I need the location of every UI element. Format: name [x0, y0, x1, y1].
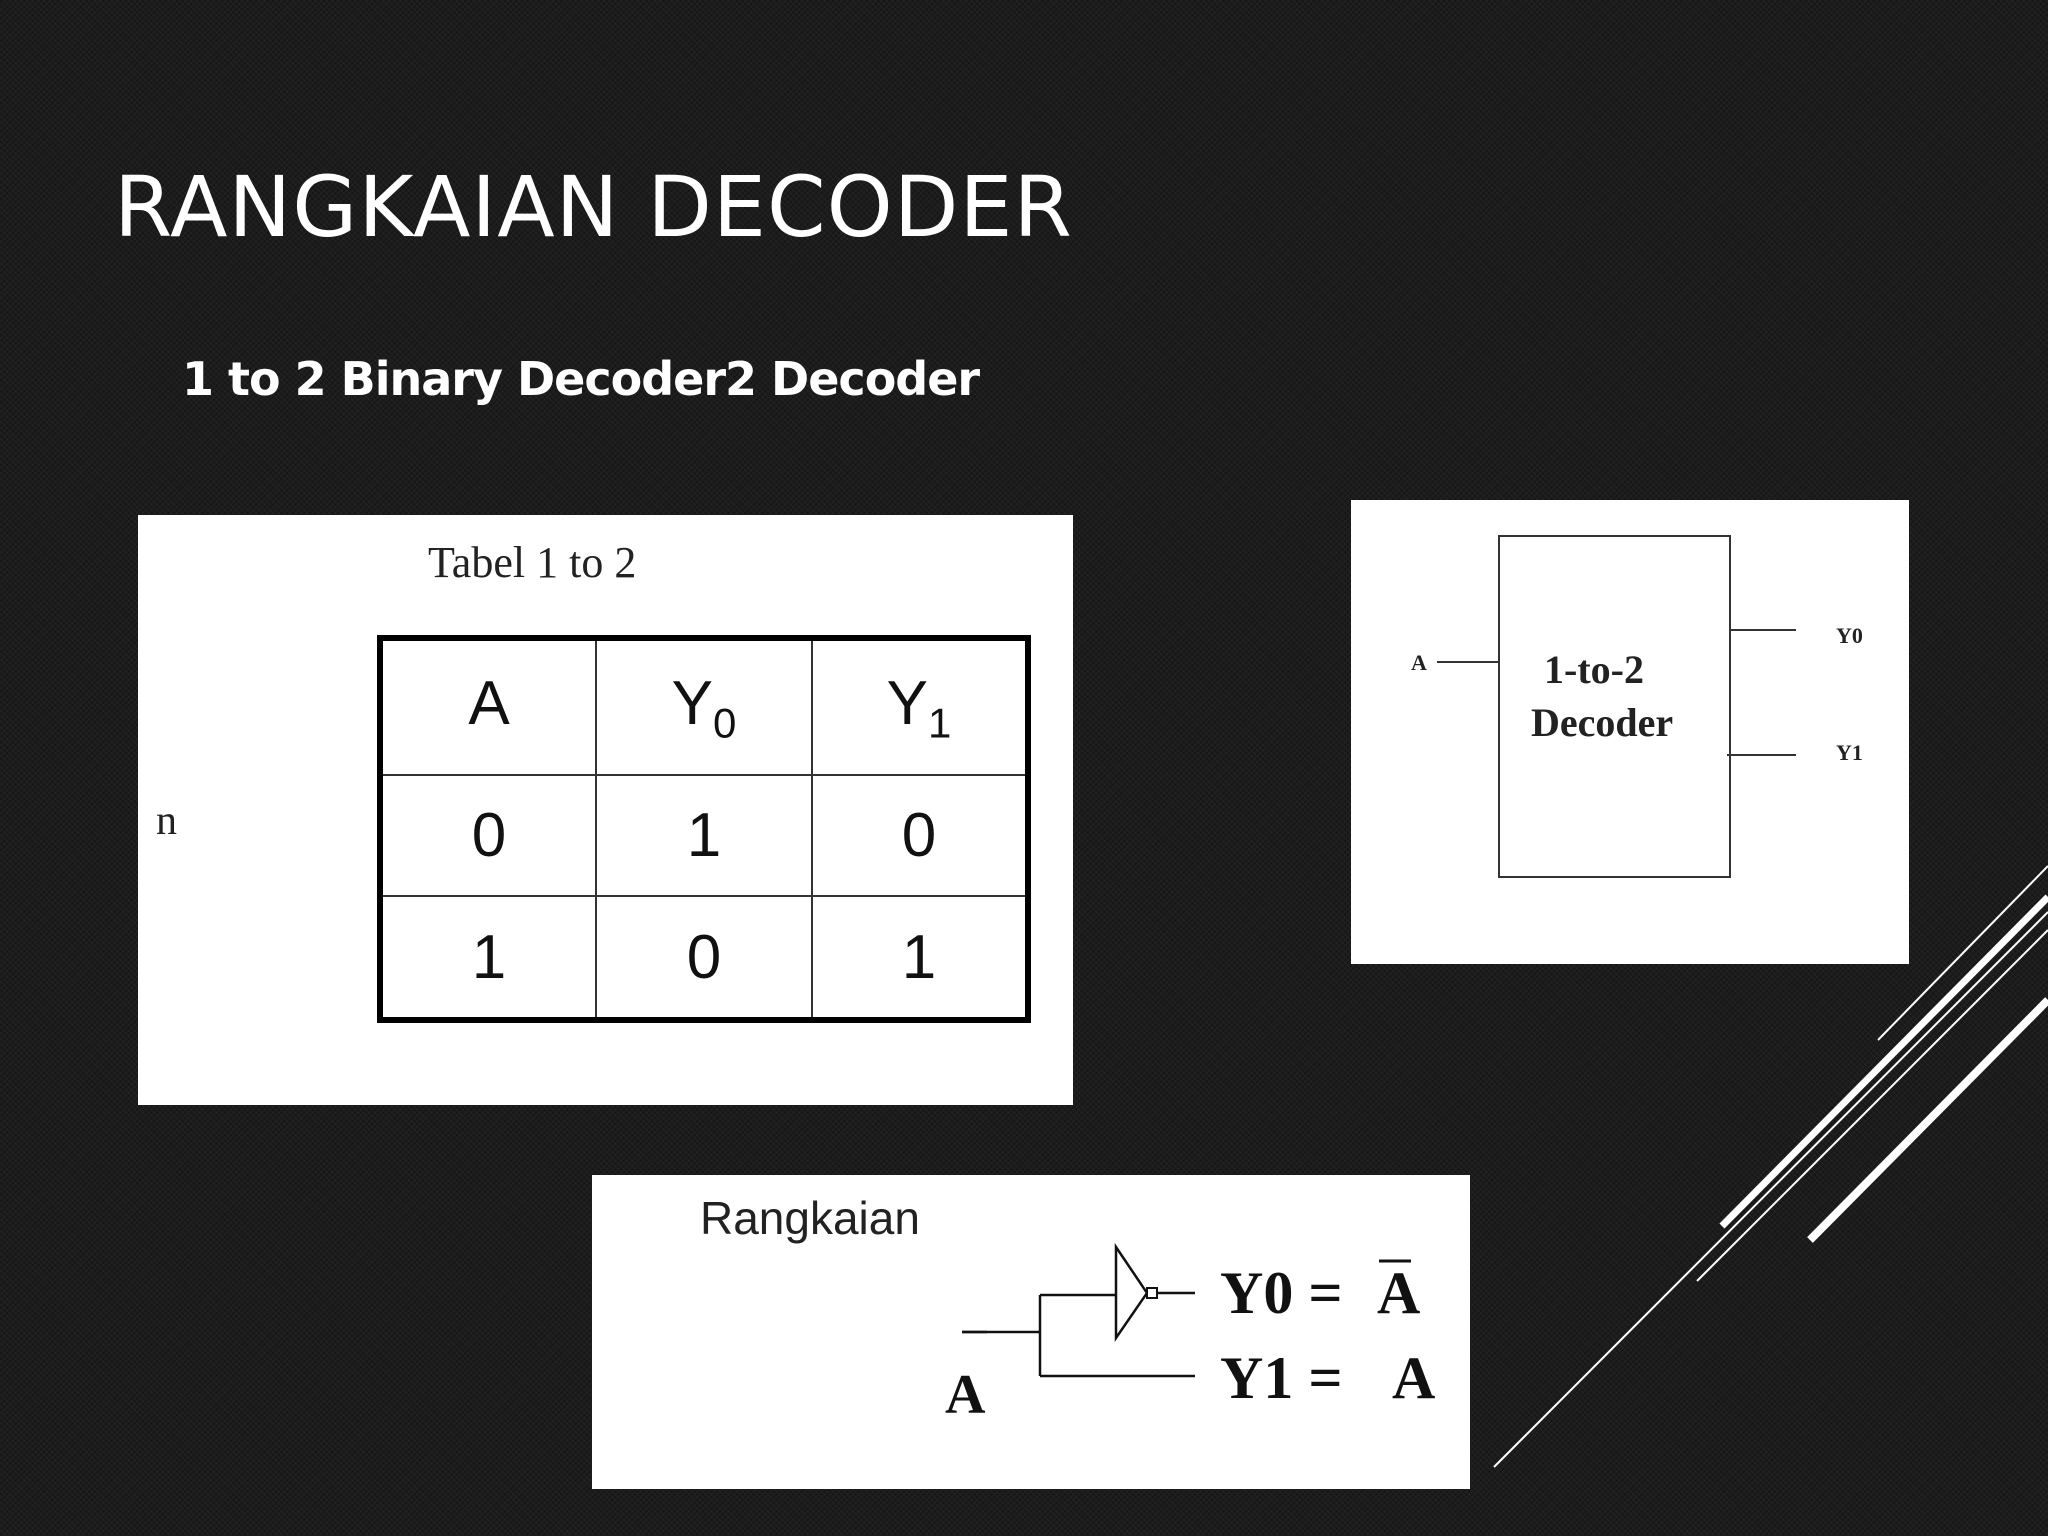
slide-subtitle: 1 to 2 Binary Decoder2 Decoder: [182, 352, 980, 406]
table-cell: 1: [595, 774, 813, 898]
circuit-panel: Rangkaian A Y0 = A Y1 = A: [592, 1175, 1470, 1489]
table-cell: 0: [811, 774, 1029, 898]
truth-table-panel: Tabel 1 to 2 n A Y0 Y1 0 1 0 1 0 1: [138, 515, 1073, 1105]
circuit-label: Rangkaian: [700, 1192, 920, 1244]
equation-y1-left: Y1 =: [1220, 1345, 1343, 1411]
not-bubble: [1146, 1287, 1158, 1299]
table-caption: Tabel 1 to 2: [428, 538, 637, 587]
header-a: A: [379, 636, 597, 777]
block-output1-label: Y1: [1836, 740, 1863, 765]
block-output0-label: Y0: [1836, 623, 1863, 648]
table-header-row: A Y0 Y1: [379, 636, 1029, 777]
block-diagram-panel: A 1-to-2 Decoder Y0 Y1: [1351, 500, 1909, 964]
equation-y0-left: Y0 =: [1220, 1260, 1343, 1326]
table-cell: 0: [595, 895, 813, 1021]
equation-y1-right: A: [1392, 1345, 1435, 1411]
slide-title: RANGKAIAN DECODER: [114, 158, 1073, 256]
side-letter: n: [156, 798, 177, 844]
decoder-block: [1498, 535, 1731, 878]
block-line2: Decoder: [1531, 700, 1673, 745]
not-gate-icon: [1114, 1242, 1149, 1343]
table-cell: 0: [379, 774, 597, 898]
table-row: 0 1 0: [379, 774, 1029, 898]
block-input-label: A: [1411, 650, 1427, 675]
table-cell: 1: [811, 895, 1029, 1021]
header-y0: Y0: [595, 636, 813, 777]
equation-y0-right: A: [1377, 1260, 1420, 1326]
table-cell: 1: [379, 895, 597, 1021]
block-line1: 1-to-2: [1544, 647, 1644, 692]
deco-line: [1493, 911, 2048, 1468]
circuit-input-label: A: [945, 1364, 986, 1426]
circuit-diagram: A Y0 = A Y1 = A: [945, 1242, 1435, 1426]
deco-line: [1696, 929, 2048, 1282]
deco-line: [1807, 997, 2048, 1243]
block-diagram: A 1-to-2 Decoder Y0 Y1: [1411, 535, 1863, 878]
header-y1: Y1: [811, 636, 1029, 777]
table-row: 1 0 1: [379, 895, 1029, 1021]
truth-table: A Y0 Y1 0 1 0 1 0 1: [377, 635, 1031, 1023]
